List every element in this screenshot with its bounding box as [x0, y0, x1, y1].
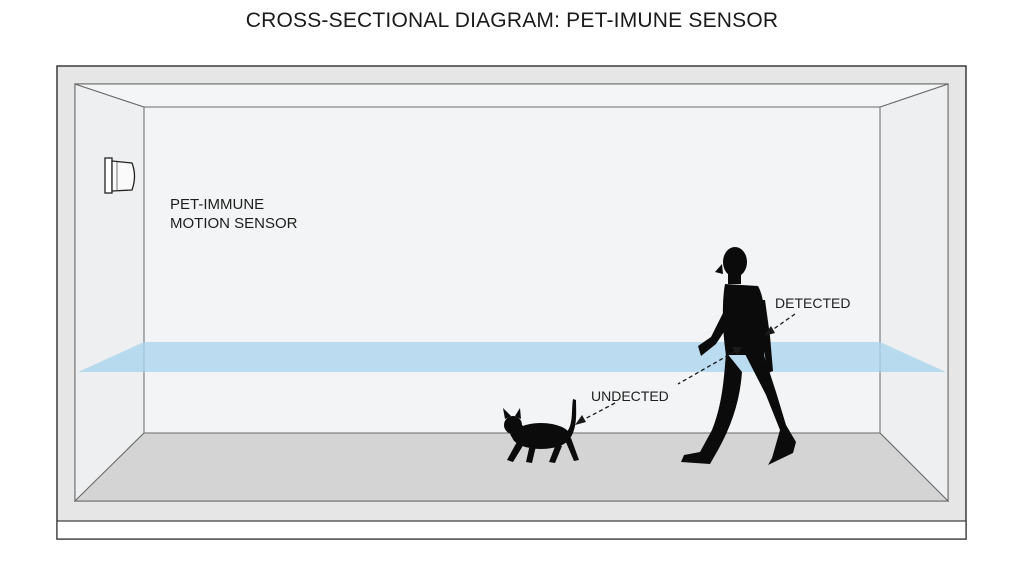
left-wall [74, 83, 145, 503]
back-wall [143, 106, 881, 434]
ceiling [74, 83, 949, 108]
undetected-arrow [677, 347, 742, 385]
undetected-arrowhead-top [732, 347, 742, 355]
undetected-arrowhead-bottom [575, 415, 586, 425]
sensor-label-line1: PET-IMMUNE [170, 196, 264, 213]
diagram-title: CROSS-SECTIONAL DIAGRAM: PET-IMUNE SENSO… [245, 9, 779, 32]
right-wall [879, 83, 949, 503]
detection-band [78, 342, 946, 372]
base-strip [56, 520, 967, 540]
detected-arrowhead [764, 326, 775, 336]
floor [73, 432, 950, 502]
undetected-label: UNDECTED [591, 388, 669, 404]
cat-silhouette [503, 399, 579, 463]
person-silhouette [681, 247, 796, 465]
detected-arrow [767, 313, 796, 334]
motion-sensor-device [104, 157, 136, 194]
sensor-label-line2: MOTION SENSOR [170, 215, 298, 232]
detected-label: DETECTED [775, 295, 850, 311]
